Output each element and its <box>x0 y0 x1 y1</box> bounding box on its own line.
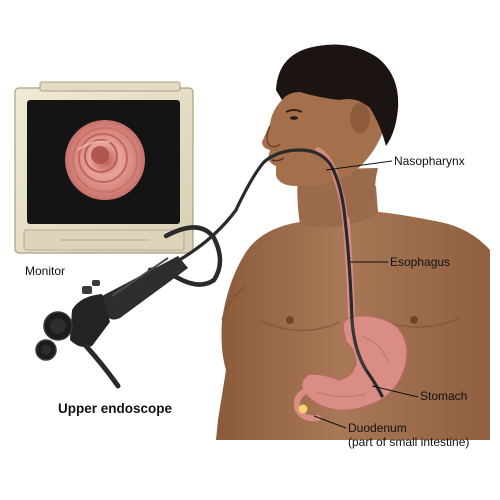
monitor-top-bar <box>39 81 181 92</box>
ear <box>350 103 370 133</box>
hair <box>276 44 399 146</box>
duodenum-label: Duodenum <box>348 421 407 435</box>
control-body <box>70 294 110 348</box>
stomach-label: Stomach <box>420 389 467 403</box>
stomach-leader <box>371 385 419 398</box>
upper-endoscope-label: Upper endoscope <box>58 401 173 416</box>
nasopharynx-label: Nasopharynx <box>394 154 465 168</box>
insertion-tube-inner <box>351 319 367 371</box>
esophagus-label: Esophagus <box>390 255 450 269</box>
lumen-view <box>65 120 145 200</box>
nipple-left <box>286 316 294 324</box>
endoscope-handle <box>97 256 188 320</box>
duodenum-highlight <box>298 404 308 414</box>
nasopharynx-leader <box>325 160 393 171</box>
monitor-icon <box>14 81 194 254</box>
duodenum-organ <box>293 389 321 422</box>
duodenum-leader <box>313 415 347 429</box>
nipple-right <box>410 316 418 324</box>
stomach-organ <box>301 315 408 411</box>
umbilical-cord <box>83 343 121 389</box>
organ-labels: Nasopharynx Esophagus Stomach Duodenum (… <box>313 154 469 449</box>
duodenum-note: (part of small intestine) <box>348 435 469 449</box>
control-knobs <box>35 280 100 361</box>
patient-figure <box>216 44 490 440</box>
endoscope-icon <box>35 148 384 398</box>
monitor-label: Monitor <box>25 264 65 278</box>
